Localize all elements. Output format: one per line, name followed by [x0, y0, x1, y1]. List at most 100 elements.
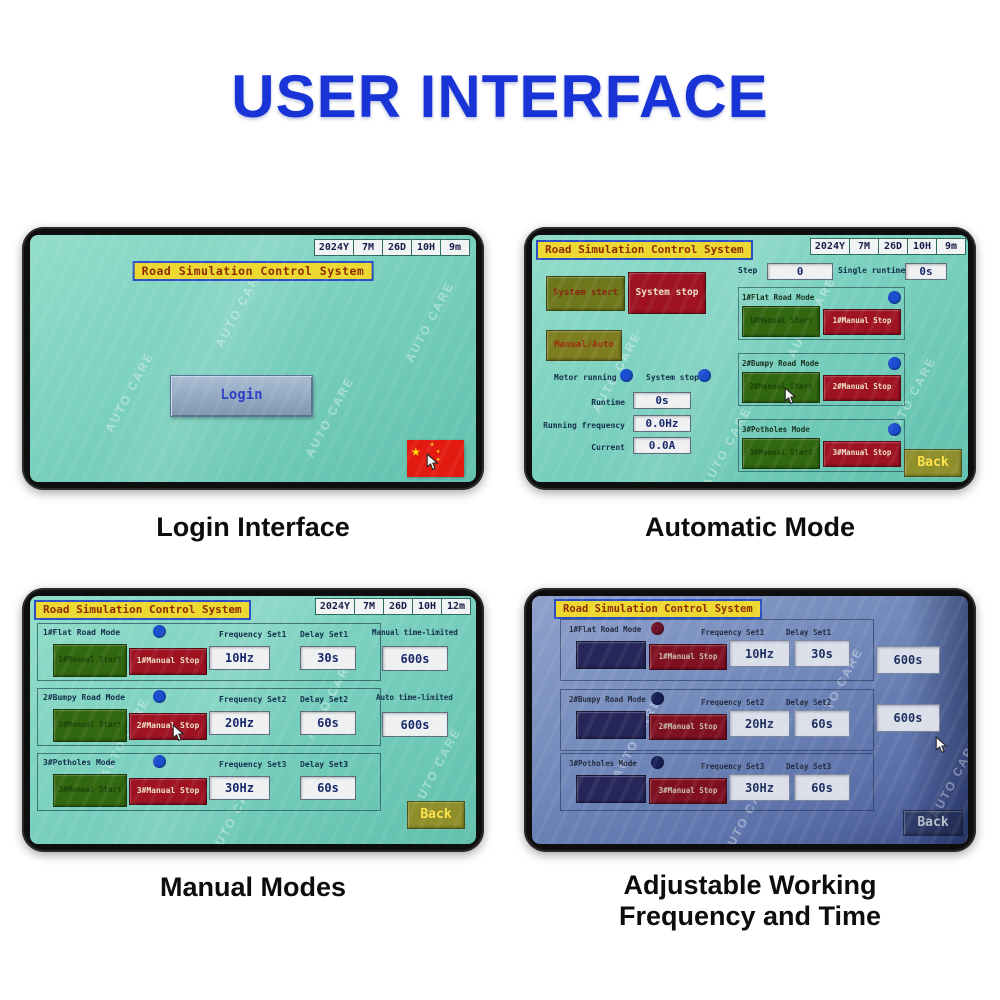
frequency-set-label: Frequency Set2	[219, 695, 287, 704]
delay-set-label: Delay Set2	[300, 695, 349, 704]
frequency-set-label: Frequency Set1	[701, 628, 765, 637]
date-hour: 10H	[907, 238, 937, 255]
mode-row-1: 1#Flat Road Mode Frequency Set1 Delay Se…	[560, 619, 874, 681]
back-button[interactable]: Back	[407, 801, 465, 829]
mode-indicator	[888, 290, 901, 304]
manual-stop-button[interactable]: 1#Manual Stop	[129, 648, 207, 675]
datetime-bar: 2024Y 7M 26D 10H 9m	[313, 239, 470, 256]
frequency-value[interactable]: 30Hz	[209, 776, 270, 800]
system-title-bar: Road Simulation Control System	[536, 240, 753, 260]
system-start-button[interactable]: System start	[546, 276, 625, 311]
manual-start-button[interactable]	[576, 775, 646, 803]
login-screen-bezel: AUTO CARE AUTO CARE AUTO CARE AUTO CARE …	[22, 227, 484, 490]
date-minute: 9m	[440, 239, 470, 256]
manual-stop-button[interactable]: 1#Manual Stop	[823, 308, 901, 335]
login-button[interactable]: Login	[170, 375, 313, 417]
mode-group-2: 2#Bumpy Road Mode 2#Manual Start 2#Manua…	[738, 353, 905, 406]
star-icon: ★	[411, 441, 421, 460]
manual-start-button[interactable]: 2#Manual Start	[53, 709, 127, 742]
auto-time-limited-label: Auto time-limited	[376, 693, 453, 702]
manual-stop-button[interactable]: 1#Manual Stop	[649, 644, 727, 670]
delay-set-label: Delay Set3	[786, 762, 832, 771]
back-button[interactable]: Back	[903, 810, 963, 836]
manual-start-button[interactable]: 3#Manual Start	[53, 774, 127, 807]
motor-running-label: Motor running	[554, 373, 617, 382]
manual-stop-button[interactable]: 3#Manual Stop	[823, 440, 901, 467]
delay-value[interactable]: 60s	[794, 710, 850, 737]
system-stop-button[interactable]: System stop	[628, 272, 706, 314]
manual-stop-button[interactable]: 2#Manual Stop	[823, 374, 901, 401]
manual-start-button[interactable]: 2#Manual Start	[742, 372, 820, 403]
system-title-bar: Road Simulation Control System	[554, 599, 762, 619]
manual-start-button[interactable]	[576, 641, 646, 669]
mode-header: 3#Potholes Mode	[742, 422, 901, 436]
delay-value[interactable]: 60s	[300, 711, 356, 735]
delay-value[interactable]: 30s	[794, 640, 850, 667]
date-year: 2024Y	[809, 238, 850, 255]
caption-manual: Manual Modes	[159, 872, 347, 902]
caption-login: Login Interface	[156, 512, 350, 542]
runtime-label: Runtime	[591, 398, 625, 407]
login-screen: AUTO CARE AUTO CARE AUTO CARE AUTO CARE …	[30, 235, 476, 482]
mode-row-3: 3#Potholes Mode Frequency Set3 Delay Set…	[37, 753, 381, 811]
time-limited-value-2[interactable]: 600s	[876, 704, 940, 732]
frequency-value[interactable]: 10Hz	[729, 640, 790, 667]
manual-stop-button[interactable]: 2#Manual Stop	[649, 714, 727, 740]
manual-time-limited-label: Manual time-limited	[372, 628, 458, 637]
mode-label: 1#Flat Road Mode	[569, 625, 642, 634]
date-day: 26D	[383, 598, 413, 615]
date-hour: 10H	[412, 598, 442, 615]
frequency-value[interactable]: 20Hz	[209, 711, 270, 735]
mode-row-1: 1#Flat Road Mode Frequency Set1 Delay Se…	[37, 623, 381, 681]
watermark-text: AUTO CARE	[409, 725, 464, 811]
delay-value[interactable]: 60s	[300, 776, 356, 800]
mode-indicator	[153, 755, 166, 768]
manual-stop-button[interactable]: 2#Manual Stop	[129, 713, 207, 740]
manual-stop-button[interactable]: 3#Manual Stop	[129, 778, 207, 805]
frequency-value[interactable]: 10Hz	[209, 646, 270, 670]
page-title: USER INTERFACE	[231, 63, 769, 130]
auto-time-limited-value[interactable]: 600s	[382, 712, 448, 737]
manual-auto-button[interactable]: Manual/Auto	[546, 330, 622, 361]
delay-value[interactable]: 60s	[794, 774, 850, 801]
manual-start-button[interactable]	[576, 711, 646, 739]
single-runtime-value: 0s	[905, 263, 947, 280]
datetime-bar: 2024Y 7M 26D 10H 12m	[314, 598, 471, 615]
date-month: 7M	[354, 598, 384, 615]
mode-label: 2#Bumpy Road Mode	[569, 695, 646, 704]
cursor-icon	[935, 736, 948, 754]
frequency-value[interactable]: 20Hz	[729, 710, 790, 737]
star-icon: ★	[430, 440, 435, 448]
date-month: 7M	[353, 239, 383, 256]
frequency-set-label: Frequency Set3	[219, 760, 287, 769]
current-label: Current	[591, 443, 625, 452]
frequency-value[interactable]: 30Hz	[729, 774, 790, 801]
star-icon: ★	[436, 447, 441, 455]
automatic-screen-bezel: AUTO CARE AUTO CARE AUTO CARE AUTO CARE …	[524, 227, 976, 490]
manual-start-button[interactable]: 1#Manual Start	[742, 306, 820, 337]
step-value: 0	[767, 263, 833, 280]
watermark-text: AUTO CARE	[927, 735, 968, 821]
caption-adjustable-line2: Frequency and Time	[618, 901, 882, 932]
mode-indicator	[888, 422, 901, 436]
mode-label: 3#Potholes Mode	[742, 424, 810, 434]
running-frequency-value: 0.0Hz	[633, 415, 691, 432]
manual-stop-button[interactable]: 3#Manual Stop	[649, 778, 727, 804]
mode-header: 1#Flat Road Mode	[742, 290, 901, 304]
manual-start-button[interactable]: 3#Manual Start	[742, 438, 820, 469]
delay-set-label: Delay Set1	[786, 628, 832, 637]
delay-value[interactable]: 30s	[300, 646, 356, 670]
mode-label: 1#Flat Road Mode	[43, 628, 121, 637]
back-button[interactable]: Back	[904, 449, 962, 477]
caption-automatic: Automatic Mode	[644, 512, 855, 542]
caption-adjustable: Adjustable Working Frequency and Time	[524, 870, 976, 933]
date-year: 2024Y	[313, 239, 354, 256]
mode-indicator	[153, 625, 166, 638]
caption-adjustable-line1: Adjustable Working	[623, 870, 877, 900]
manual-start-button[interactable]: 1#Manual Start	[53, 644, 127, 677]
time-limited-value-1[interactable]: 600s	[876, 646, 940, 674]
current-value: 0.0A	[633, 437, 691, 454]
mode-indicator	[651, 622, 664, 635]
mode-row-2: 2#Bumpy Road Mode Frequency Set2 Delay S…	[560, 689, 874, 751]
manual-time-limited-value[interactable]: 600s	[382, 646, 448, 671]
